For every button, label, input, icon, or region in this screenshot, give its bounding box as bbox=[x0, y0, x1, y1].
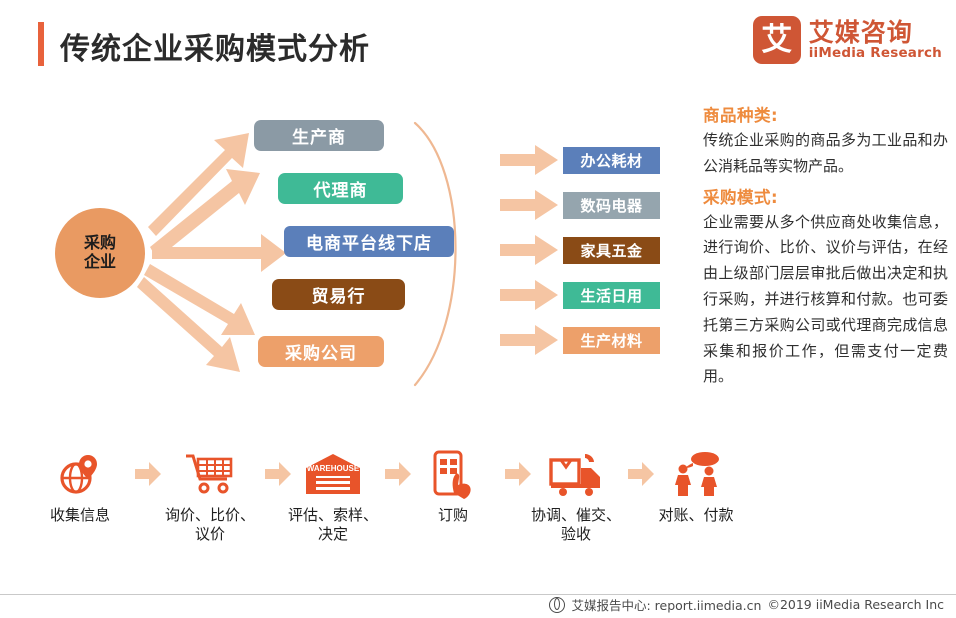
process-step-label: 协调、催交、验收 bbox=[530, 506, 621, 544]
process-flow: 收集信息 询价、比价、议价 bbox=[30, 448, 734, 558]
panel-body-procurement-mode: 企业需要从多个供应商处收集信息，进行询价、比价、议价与评估，在经由上级部门层层审… bbox=[703, 212, 948, 386]
fan-arrow-group bbox=[137, 133, 286, 372]
process-arrow-4 bbox=[505, 462, 531, 486]
logo-mark-icon: 艾 bbox=[752, 16, 801, 64]
source-box-procurement-company[interactable]: 采购公司 bbox=[258, 336, 384, 367]
panel-heading-procurement-mode: 采购模式: bbox=[703, 187, 779, 207]
panel-heading-product-types: 商品种类: bbox=[703, 106, 779, 125]
footer-copyright: ©2019 iiMedia Research Inc bbox=[767, 597, 944, 612]
source-box-trading-house[interactable]: 贸易行 bbox=[272, 279, 405, 310]
category-arrow-4 bbox=[500, 280, 558, 310]
category-box-furniture-hardware[interactable]: 家具五金 bbox=[563, 237, 660, 264]
warehouse-icon-text: WAREHOUSE bbox=[307, 464, 360, 473]
category-arrow-group bbox=[500, 145, 558, 355]
mobile-order-icon bbox=[403, 448, 503, 500]
category-box-office-supplies[interactable]: 办公耗材 bbox=[563, 147, 660, 174]
category-arrow-5 bbox=[500, 325, 558, 355]
people-talking-icon bbox=[646, 448, 746, 500]
panel-body-product-types: 传统企业采购的商品多为工业品和办公消耗品等实物产品。 bbox=[703, 131, 948, 175]
logo-text: 艾媒咨询 iiMedia Research bbox=[808, 17, 942, 62]
hub-line-2: 企业 bbox=[83, 252, 116, 271]
logo-name-en: iiMedia Research bbox=[808, 45, 942, 62]
delivery-truck-icon bbox=[526, 448, 626, 500]
process-step-coordinate-expedite-accept: 协调、催交、验收 bbox=[526, 448, 626, 544]
process-step-label: 收集信息 bbox=[49, 506, 110, 524]
process-step-order: 订购 bbox=[403, 448, 503, 525]
footer-divider bbox=[0, 594, 956, 595]
fan-arrow-3 bbox=[152, 234, 286, 272]
fan-arrow-2 bbox=[150, 169, 260, 259]
shopping-cart-icon bbox=[160, 448, 260, 500]
fan-arrow-5 bbox=[137, 277, 240, 372]
title-accent-bar bbox=[38, 22, 44, 66]
globe-cursor-icon bbox=[549, 596, 566, 613]
diagram-arrows bbox=[137, 121, 558, 387]
process-arrow-5 bbox=[628, 462, 654, 486]
category-arrow-1 bbox=[500, 145, 558, 175]
process-arrow-1 bbox=[135, 462, 161, 486]
source-box-ecommerce-offline-store[interactable]: 电商平台线下店 bbox=[284, 226, 454, 257]
process-arrow-3 bbox=[385, 462, 411, 486]
footer: 艾媒报告中心: report.iimedia.cn ©2019 iiMedia … bbox=[549, 595, 944, 614]
page-title: 传统企业采购模式分析 bbox=[60, 32, 370, 67]
warehouse-icon: WAREHOUSE bbox=[283, 448, 383, 500]
procurement-diagram: 采购 企业 生产商 代理商 电商平台线下店 贸易行 采购公司 办公耗材 数码电器… bbox=[0, 95, 690, 405]
process-step-label: 订购 bbox=[437, 506, 468, 524]
process-step-reconcile-pay: 对账、付款 bbox=[646, 448, 746, 525]
grouping-brace bbox=[413, 121, 457, 387]
process-step-collect-info: 收集信息 bbox=[30, 448, 130, 525]
analysis-panel: 商品种类: 传统企业采购的商品多为工业品和办公消耗品等实物产品。 采购模式: 企… bbox=[703, 102, 948, 394]
process-arrow-2 bbox=[265, 462, 291, 486]
process-step-evaluate-sample-decide: WAREHOUSE 评估、索样、决定 bbox=[283, 448, 383, 544]
category-box-daily-necessities[interactable]: 生活日用 bbox=[563, 282, 660, 309]
process-step-inquiry-compare-negotiate: 询价、比价、议价 bbox=[160, 448, 260, 544]
category-arrow-3 bbox=[500, 235, 558, 265]
hub-line-1: 采购 bbox=[83, 233, 116, 253]
source-box-agent[interactable]: 代理商 bbox=[278, 173, 403, 204]
brand-logo: 艾 艾媒咨询 iiMedia Research bbox=[752, 16, 942, 64]
footer-report-center[interactable]: 艾媒报告中心: report.iimedia.cn bbox=[571, 598, 762, 613]
source-box-producer[interactable]: 生产商 bbox=[254, 120, 384, 151]
category-box-production-materials[interactable]: 生产材料 bbox=[563, 327, 660, 354]
process-step-label: 评估、索样、决定 bbox=[287, 506, 378, 544]
fan-arrow-1 bbox=[148, 133, 249, 236]
hub-procurement-enterprise: 采购 企业 bbox=[55, 208, 145, 298]
process-step-label: 对账、付款 bbox=[658, 506, 734, 524]
logo-name-cn: 艾媒咨询 bbox=[808, 17, 913, 47]
globe-pin-icon bbox=[30, 448, 130, 500]
category-box-digital-appliances[interactable]: 数码电器 bbox=[563, 192, 660, 219]
fan-arrow-4 bbox=[144, 264, 255, 335]
category-arrow-2 bbox=[500, 190, 558, 220]
process-step-label: 询价、比价、议价 bbox=[164, 506, 255, 544]
